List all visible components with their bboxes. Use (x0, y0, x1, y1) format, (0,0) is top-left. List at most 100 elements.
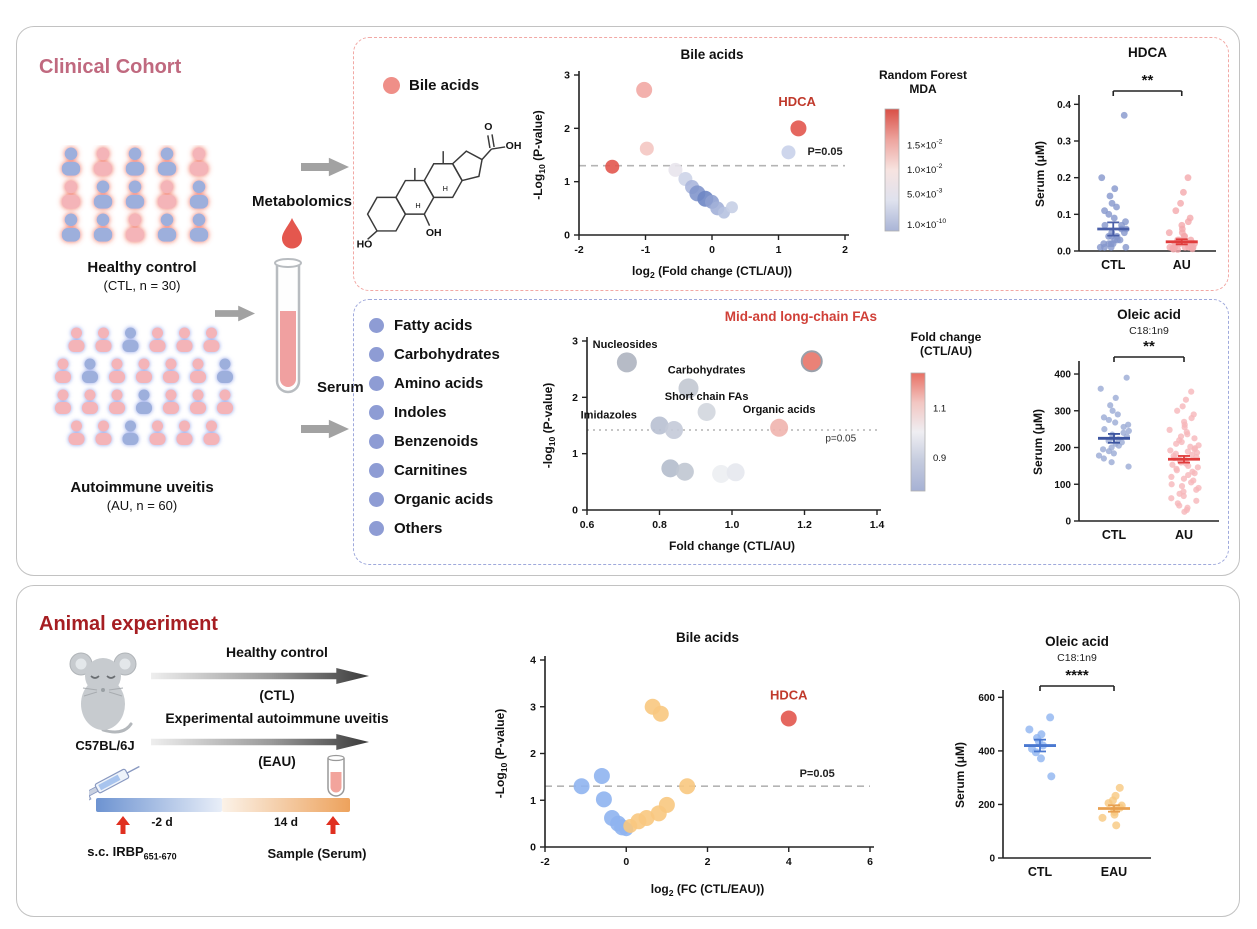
svg-text:0: 0 (530, 842, 536, 854)
svg-text:0.2: 0.2 (1057, 173, 1071, 184)
bile-acids-legend-dot-icon (383, 77, 400, 94)
svg-text:400: 400 (978, 746, 995, 757)
svg-text:Serum (μM): Serum (μM) (1031, 409, 1045, 475)
metabolite-class-analysis-box (353, 299, 1229, 565)
legend-item: Organic acids (369, 485, 500, 514)
svg-text:Fold change (CTL/AU): Fold change (CTL/AU) (669, 539, 795, 553)
svg-text:2: 2 (705, 856, 711, 868)
bile-acids-legend: Bile acids (383, 77, 479, 94)
svg-text:1: 1 (564, 176, 570, 188)
svg-text:1.1: 1.1 (933, 403, 946, 414)
svg-text:0.8: 0.8 (652, 519, 667, 531)
timeline-pre-immunization-bar (96, 798, 222, 812)
svg-text:Imidazoles: Imidazoles (581, 410, 637, 422)
svg-text:log2 (Fold change (CTL/AU)): log2 (Fold change (CTL/AU)) (632, 264, 792, 280)
svg-text:Serum (μM): Serum (μM) (1033, 141, 1047, 207)
svg-text:1: 1 (776, 244, 782, 256)
svg-text:300: 300 (1054, 406, 1071, 417)
legend-label: Organic acids (394, 491, 494, 508)
injection-label: s.c. IRBP651-670 (37, 844, 227, 862)
svg-text:3: 3 (572, 336, 578, 348)
svg-text:-2: -2 (540, 856, 549, 868)
arrow-to-bile-acids-icon (301, 157, 349, 177)
svg-text:Short chain FAs: Short chain FAs (665, 391, 749, 403)
svg-text:1.0×10-10: 1.0×10-10 (907, 218, 946, 231)
legend-dot-icon (369, 318, 384, 333)
svg-text:H: H (415, 201, 420, 210)
legend-item: Benzenoids (369, 427, 500, 456)
svg-text:OH: OH (506, 140, 522, 152)
svg-text:3: 3 (564, 70, 570, 82)
svg-text:**: ** (1142, 72, 1154, 89)
legend-label: Carnitines (394, 462, 468, 479)
svg-text:1.2: 1.2 (797, 519, 812, 531)
svg-text:200: 200 (978, 800, 995, 811)
legend-item: Carnitines (369, 456, 500, 485)
svg-text:log2 (FC (CTL/EAU)): log2 (FC (CTL/EAU)) (651, 882, 764, 898)
bile-acids-legend-label: Bile acids (409, 77, 480, 94)
svg-text:C18:1n9: C18:1n9 (1129, 325, 1169, 337)
sample-tube-icon (322, 752, 350, 798)
fold-change-colorbar: Fold change(CTL/AU) 1.1 0.9 (887, 327, 1005, 512)
timeline-post-immunization-bar (222, 798, 350, 812)
svg-text:0.0: 0.0 (1057, 247, 1071, 258)
legend-dot-icon (369, 376, 384, 391)
svg-text:P=0.05: P=0.05 (807, 146, 842, 158)
svg-text:HDCA: HDCA (770, 688, 808, 703)
legend-dot-icon (369, 492, 384, 507)
svg-text:EAU: EAU (1101, 865, 1127, 879)
legend-item: Fatty acids (369, 311, 500, 340)
arrow-to-serum-icon (215, 305, 255, 322)
healthy-track-sub: (CTL) (259, 688, 295, 703)
svg-text:CTL: CTL (1102, 528, 1127, 542)
legend-label: Fatty acids (394, 317, 473, 334)
healthy-control-group-label: Healthy control (CTL, n = 30) (27, 259, 257, 293)
legend-label: Carbohydrates (394, 346, 500, 363)
svg-text:200: 200 (1054, 443, 1071, 454)
svg-text:4: 4 (786, 856, 792, 868)
healthy-control-sub: (CTL, n = 30) (103, 278, 181, 293)
eau-track-arrow-icon (151, 734, 369, 750)
svg-text:**: ** (1143, 338, 1155, 355)
legend-label: Others (394, 520, 443, 537)
legend-item: Indoles (369, 398, 500, 427)
legend-item: Others (369, 514, 500, 543)
svg-text:1.0×10-2: 1.0×10-2 (907, 163, 943, 176)
svg-text:3: 3 (530, 701, 536, 713)
svg-text:4: 4 (530, 655, 536, 667)
healthy-track-arrow-icon (151, 668, 369, 684)
svg-text:0: 0 (572, 505, 578, 517)
svg-text:(CTL/AU): (CTL/AU) (920, 344, 972, 358)
healthy-track-label: Healthy control (226, 644, 328, 660)
svg-text:Fold change: Fold change (911, 330, 982, 344)
svg-text:-1: -1 (641, 244, 650, 256)
svg-text:Nucleosides: Nucleosides (593, 339, 658, 351)
clinical-cohort-panel: Clinical Cohort Healthy control (CTL, n … (16, 26, 1240, 576)
animal-experiment-panel: Animal experiment C57BL/6J Healthy contr… (16, 585, 1240, 917)
svg-text:Mid-and long-chain FAs: Mid-and long-chain FAs (725, 309, 877, 324)
svg-text:Serum (μM): Serum (μM) (953, 742, 967, 808)
syringe-icon (89, 751, 151, 809)
svg-text:2: 2 (564, 123, 570, 135)
svg-text:-2: -2 (574, 244, 583, 256)
svg-text:p=0.05: p=0.05 (825, 433, 856, 444)
svg-text:5.0×10-3: 5.0×10-3 (907, 187, 943, 200)
svg-text:CTL: CTL (1028, 865, 1053, 879)
autoimmune-uveitis-crowd-icon (49, 323, 239, 459)
svg-text:0.6: 0.6 (580, 519, 595, 531)
healthy-control-name: Healthy control (87, 259, 197, 276)
svg-text:C18:1n9: C18:1n9 (1057, 652, 1097, 664)
autoimmune-uveitis-sub: (AU, n = 60) (106, 498, 178, 513)
injection-label-sub: 651-670 (143, 851, 177, 862)
sample-label: Sample (Serum) (267, 846, 367, 861)
svg-text:0.9: 0.9 (933, 453, 946, 464)
legend-item: Amino acids (369, 369, 500, 398)
svg-text:0: 0 (1065, 517, 1071, 528)
metabolomics-label: Metabolomics (251, 193, 353, 210)
